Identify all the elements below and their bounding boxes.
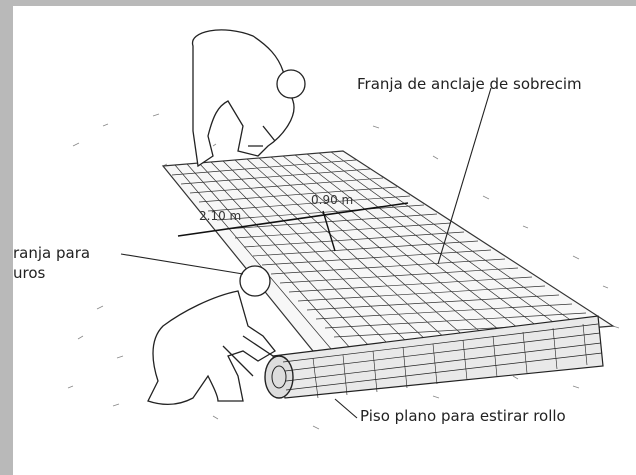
- leader-lines: [120, 87, 492, 419]
- mesh-roll: [264, 315, 604, 399]
- label-wall-strip-line2: uros: [13, 264, 46, 282]
- dimension-label-2-10: 2.10 m: [199, 209, 241, 223]
- illustration-sheet: 2.10 m 0.90 m: [13, 6, 636, 475]
- worker-bottom: [147, 265, 276, 406]
- label-floor: Piso plano para estirar rollo: [360, 407, 566, 425]
- worker-top: [192, 29, 306, 168]
- label-anchor-strip: Franja de anclaje de sobrecim: [357, 75, 582, 93]
- leader-floor: [334, 398, 358, 419]
- label-wall-strip-line1: ranja para: [13, 244, 91, 262]
- leader-anchor-strip: [437, 87, 492, 265]
- leader-wall-strip: [120, 253, 244, 275]
- dimension-label-0-90: 0.90 m: [311, 193, 353, 207]
- mesh-roll-illustration: 2.10 m 0.90 m: [67, 29, 620, 430]
